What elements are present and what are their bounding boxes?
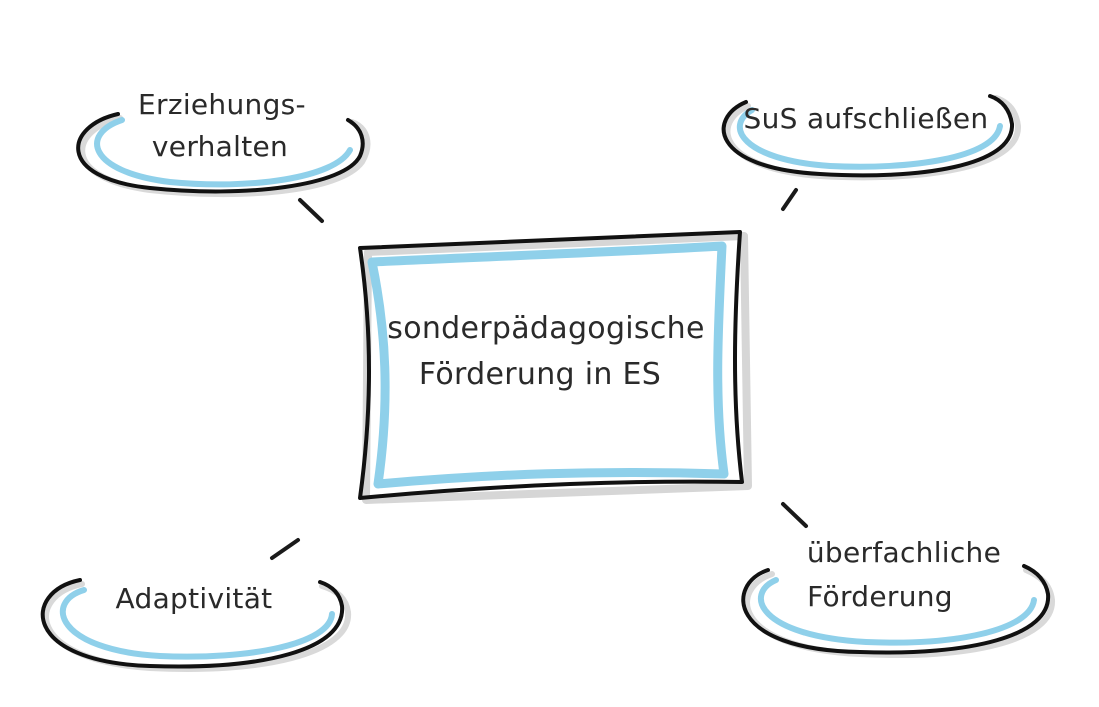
- node-bottom-right-shadow: [744, 567, 1056, 659]
- center-node: sonderpädagogische Förderung in ES: [358, 230, 752, 504]
- node-top-left-outline: [76, 112, 365, 194]
- center-node-label-1: sonderpädagogische: [387, 311, 704, 346]
- connector-top-left: [298, 198, 324, 223]
- node-top-left-label-2: verhalten: [152, 130, 288, 163]
- node-top-left-blue: [94, 117, 353, 188]
- node-bottom-left: Adaptivität: [40, 578, 352, 673]
- node-bottom-right: überfachliche Förderung: [741, 536, 1056, 659]
- connector-bottom-right: [781, 502, 808, 528]
- center-node-label-2: Förderung in ES: [419, 357, 661, 392]
- connector-top-right: [781, 188, 798, 211]
- node-bottom-right-blue: [757, 577, 1037, 646]
- node-bottom-right-label-1: überfachliche: [807, 536, 1001, 569]
- node-bottom-left-shadow: [43, 581, 352, 673]
- center-node-outline: [358, 230, 744, 500]
- node-top-right-outline: [721, 94, 1015, 178]
- node-top-left: Erziehungs- verhalten: [76, 88, 371, 198]
- node-bottom-right-outline: [741, 564, 1051, 655]
- node-top-left-shadow: [79, 115, 371, 198]
- node-bottom-left-outline: [40, 578, 345, 669]
- node-top-right: SuS aufschließen: [721, 94, 1022, 181]
- node-top-right-label: SuS aufschließen: [744, 102, 989, 135]
- connectors: [270, 188, 808, 560]
- center-node-blue: [367, 241, 729, 489]
- node-bottom-right-label-2: Förderung: [807, 580, 953, 613]
- connector-bottom-left: [270, 538, 300, 560]
- node-bottom-left-blue: [59, 587, 335, 660]
- node-top-right-blue: [736, 107, 1003, 170]
- node-top-left-label-1: Erziehungs-: [138, 88, 306, 121]
- node-bottom-left-label: Adaptivität: [116, 582, 273, 615]
